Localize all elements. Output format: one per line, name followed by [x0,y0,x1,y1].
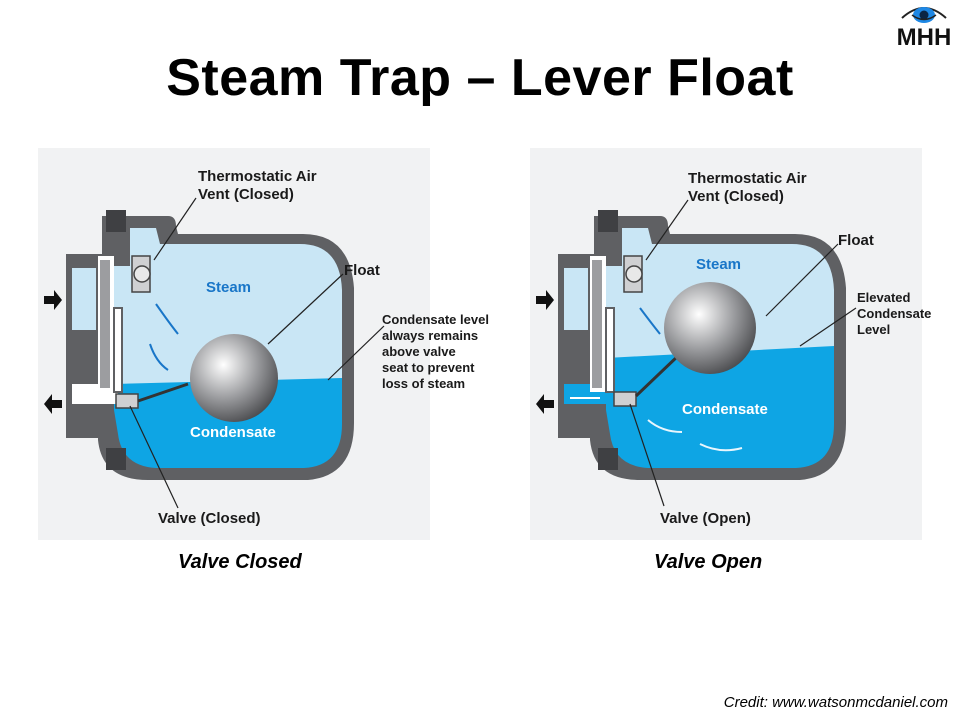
logo-text: MHH [896,24,952,51]
label-steam: Steam [206,279,252,296]
trap-diagram-valve-closed: Thermostatic Air Vent (Closed) Float Ste… [38,148,489,540]
label-float: Float [838,232,874,249]
label-air-vent: Thermostatic Air Vent (Closed) [688,170,807,205]
trap-diagram-valve-open: Thermostatic Air Vent (Closed) Float Ste… [530,148,931,540]
page-title: Steam Trap – Lever Float [166,49,794,107]
eye-icon [901,7,947,23]
caption-valve-open: Valve Open [654,551,763,573]
trap-cross-section-open [530,148,922,540]
credit-text: Credit: www.watsonmcdaniel.com [723,694,948,711]
label-float: Float [344,262,380,279]
label-valve: Valve (Closed) [158,510,261,527]
label-valve: Valve (Open) [660,510,751,527]
label-steam: Steam [696,256,742,273]
label-condensate-note: Condensate level always remains above va… [382,312,489,391]
label-elevated-condensate: Elevated Condensate Level [857,290,932,337]
label-condensate: Condensate [190,424,276,441]
trap-cross-section-closed [38,148,430,540]
label-air-vent: Thermostatic Air Vent (Closed) [198,168,317,203]
label-condensate: Condensate [682,401,768,418]
mhh-logo: MHH [888,2,960,52]
caption-valve-closed: Valve Closed [178,551,302,573]
